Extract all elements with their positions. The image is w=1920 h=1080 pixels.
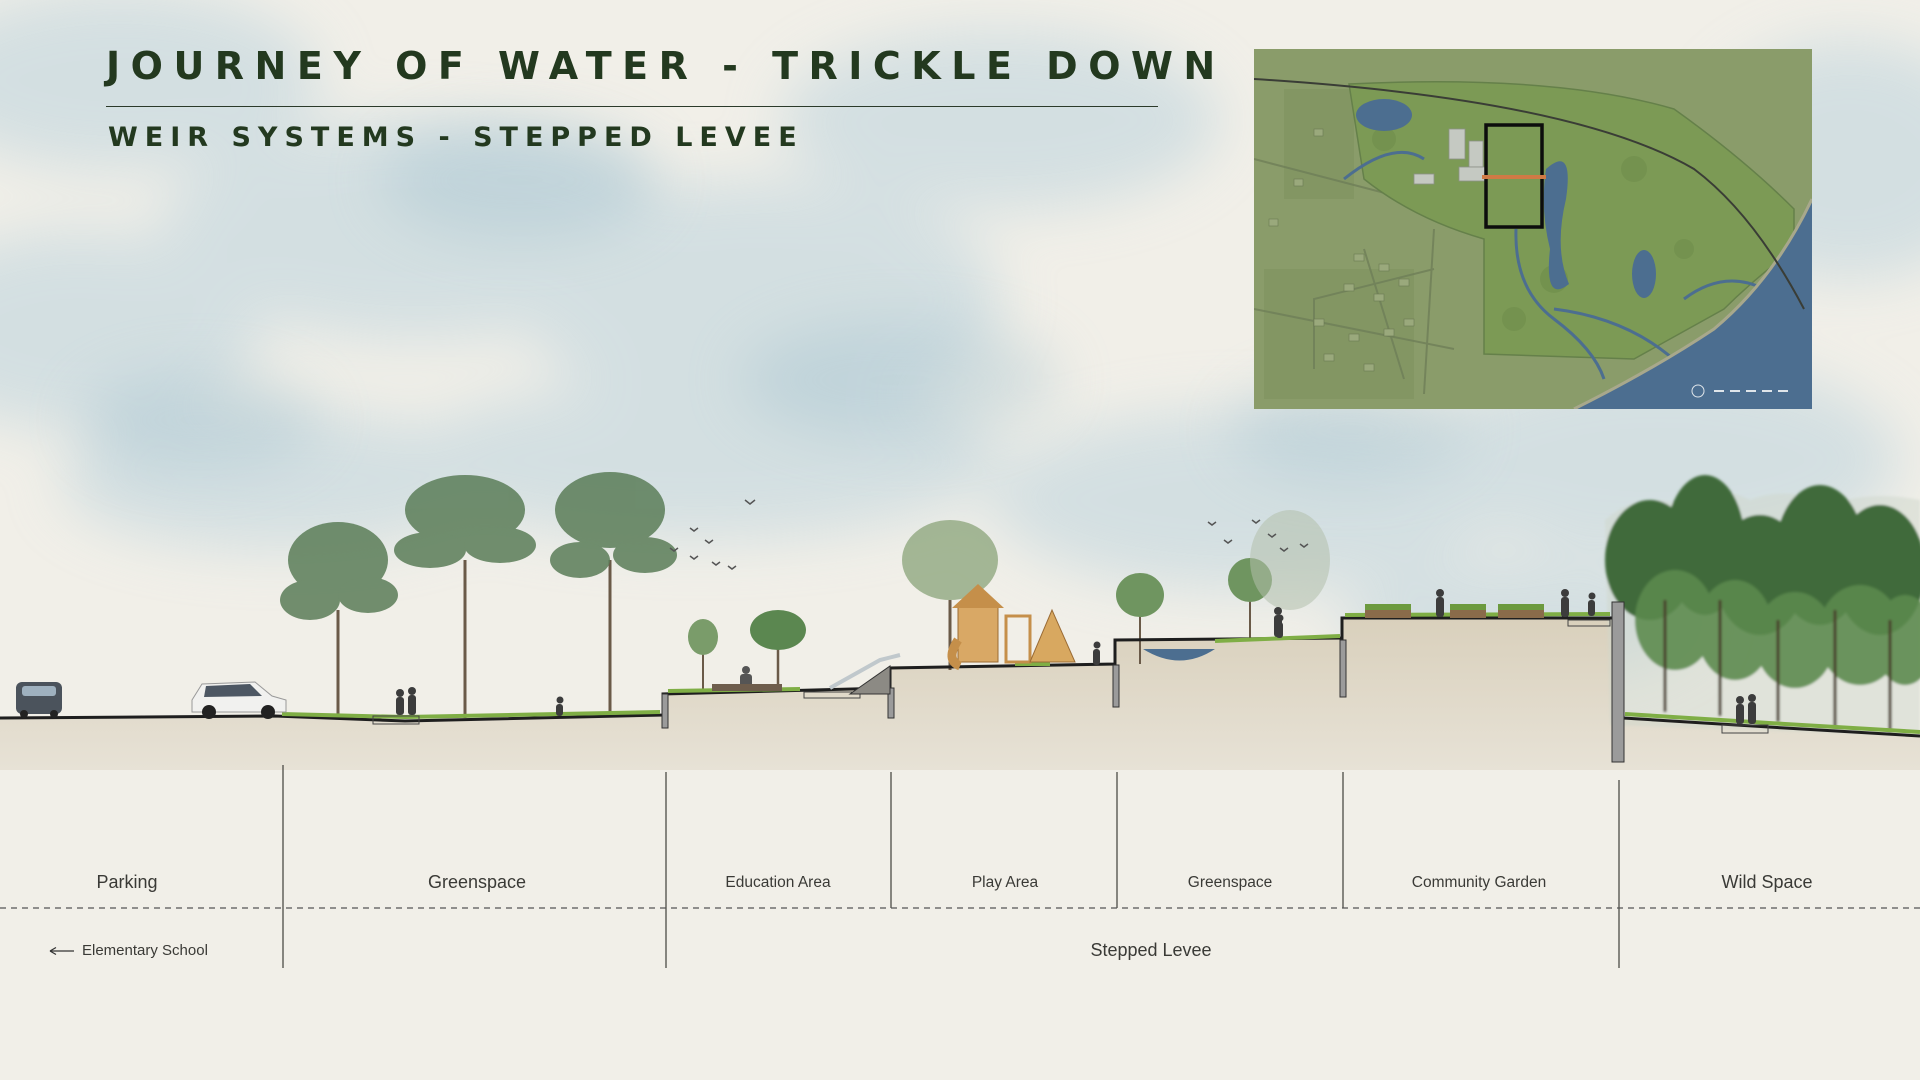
zone-label-greenspace: Greenspace <box>427 872 527 892</box>
zone-label-education-area: Education Area <box>725 874 831 891</box>
title-divider <box>106 106 1158 107</box>
arrow-left-icon <box>49 946 74 956</box>
page-subtitle: WEIR SYSTEMS - STEPPED LEVEE <box>108 122 804 153</box>
retaining-wall-icon <box>661 601 1625 763</box>
group-label-stepped-levee: Stepped Levee <box>1090 940 1212 960</box>
bird-icon <box>669 499 1309 570</box>
wild-space-forest <box>1605 475 1920 736</box>
person-icon <box>396 589 1756 724</box>
person-icon <box>712 666 782 691</box>
site-key-map <box>1254 49 1812 409</box>
play-structure-icon <box>947 584 1076 671</box>
pond-water <box>1143 649 1215 661</box>
ground-fill <box>0 618 1920 770</box>
garden-bed-icon <box>1365 604 1544 618</box>
zone-label-community-garden: Community Garden <box>1411 874 1547 891</box>
tree-icon-group <box>280 472 677 718</box>
car-icon <box>191 681 287 719</box>
zone-label-greenspace-2: Greenspace <box>1187 874 1273 891</box>
landscape-section <box>0 472 1920 770</box>
zone-label-wild-space: Wild Space <box>1721 872 1813 892</box>
group-label-elementary-school: Elementary School <box>48 942 208 959</box>
zone-label-parking: Parking <box>96 872 158 892</box>
group-label-text: Elementary School <box>82 942 208 959</box>
car-icon <box>16 682 62 718</box>
zone-label-play-area: Play Area <box>971 874 1039 891</box>
page-title: JOURNEY OF WATER - TRICKLE DOWN <box>106 44 1226 88</box>
